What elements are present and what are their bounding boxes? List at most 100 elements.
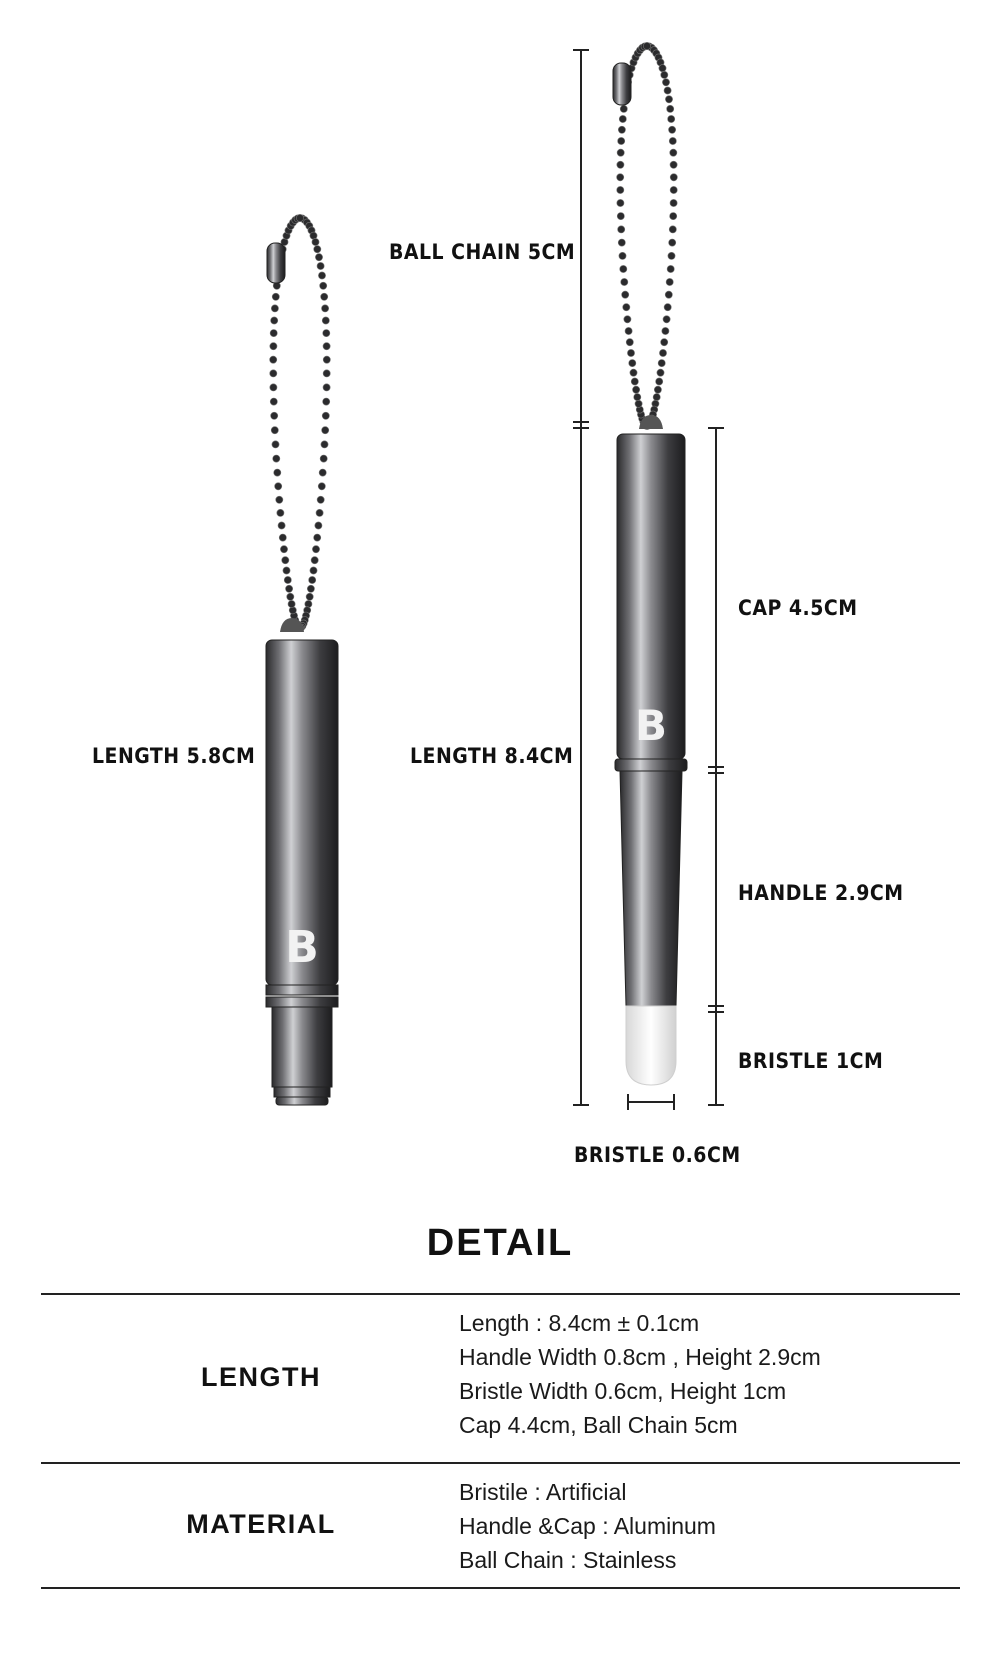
- chain-bead: [314, 521, 323, 530]
- chain-bead: [296, 214, 304, 222]
- chain-bead: [669, 212, 678, 220]
- chain-bead: [625, 338, 634, 347]
- chain-bead: [321, 426, 330, 435]
- chain-bead: [622, 303, 631, 312]
- chain-bead: [669, 186, 678, 194]
- chain-bead: [322, 383, 331, 392]
- handle-right: [619, 770, 683, 1007]
- chain-bead: [616, 199, 625, 207]
- bristle-width-label: BRISTLE 0.6CM: [574, 1143, 741, 1167]
- chain-bead: [616, 160, 625, 169]
- chain-bead: [317, 482, 326, 491]
- chain-bead: [617, 137, 626, 145]
- chain-bead: [618, 125, 626, 134]
- chain-bead: [616, 173, 625, 182]
- chain-bead: [276, 509, 285, 517]
- chain-bead: [662, 315, 671, 324]
- chain-bead: [269, 397, 278, 406]
- chain-bead: [617, 225, 626, 234]
- chain-bead: [316, 495, 325, 504]
- chain-bead: [271, 440, 280, 449]
- chain-bead: [322, 355, 331, 364]
- chain-bead: [654, 385, 662, 394]
- row-values-material: Bristile : Artificial Handle &Cap : Alum…: [459, 1475, 716, 1577]
- chain-bead: [281, 556, 290, 565]
- chain-bead: [668, 225, 677, 234]
- length-small-label: LENGTH 5.8CM: [92, 744, 256, 768]
- chain-bead: [322, 342, 331, 351]
- chain-bead: [663, 86, 672, 95]
- row-label-length: LENGTH: [201, 1362, 321, 1392]
- chain-bead: [657, 359, 666, 367]
- row-values-length: Length : 8.4cm ± 0.1cm Handle Width 0.8c…: [459, 1306, 821, 1442]
- chain-bead: [669, 173, 678, 182]
- chain-bead: [305, 592, 314, 601]
- chain-bead: [655, 377, 664, 386]
- detail-line: Bristile : Artificial: [459, 1479, 627, 1505]
- chain-bead: [616, 212, 625, 220]
- chain-bead: [322, 369, 331, 378]
- chain-bead: [282, 566, 291, 575]
- chain-bead: [619, 265, 628, 273]
- chain-bead: [318, 271, 326, 280]
- product-illustration: B B: [265, 42, 724, 1110]
- chain-clasp-left: [266, 242, 286, 284]
- chain-bead: [660, 338, 669, 347]
- chain-bead: [319, 281, 328, 290]
- chain-bead: [666, 105, 675, 113]
- chain-bead: [270, 316, 279, 325]
- chain-bead: [669, 199, 678, 207]
- chain-bead: [617, 238, 626, 247]
- chain-bead: [624, 327, 633, 335]
- chain-bead: [656, 368, 665, 377]
- chain-bead: [273, 468, 282, 477]
- chain-bead: [313, 245, 322, 254]
- ball-chain-label: BALL CHAIN 5CM: [389, 240, 576, 264]
- chain-bead: [668, 137, 677, 145]
- chain-bead: [269, 369, 278, 378]
- chain-bead: [621, 290, 630, 299]
- chain-bead: [286, 592, 295, 601]
- chain-bead: [643, 42, 651, 50]
- chain-bead: [270, 426, 279, 435]
- chain-bead: [664, 290, 673, 299]
- chain-bead: [320, 292, 329, 301]
- chain-bead: [309, 566, 318, 575]
- chain-bead: [278, 533, 287, 542]
- chain-bead: [669, 148, 678, 157]
- detail-line: Bristle Width 0.6cm, Height 1cm: [459, 1378, 787, 1404]
- detail-line: Ball Chain : Stainless: [459, 1547, 677, 1573]
- svg-text:B: B: [635, 701, 667, 750]
- divider-top: [41, 1293, 960, 1295]
- chain-bead: [629, 368, 638, 377]
- chain-bead: [313, 533, 322, 542]
- length-large-label: LENGTH 8.4CM: [410, 744, 574, 768]
- chain-bead: [666, 265, 675, 273]
- chain-bead: [269, 355, 278, 364]
- chain-bead: [270, 411, 279, 420]
- chain-bead: [283, 576, 292, 584]
- chain-bead: [630, 377, 639, 386]
- chain-bead: [628, 359, 637, 367]
- chain-bead: [667, 251, 676, 260]
- chain-bead: [616, 186, 625, 194]
- chain-bead: [320, 440, 329, 449]
- detail-line: Handle Width 0.8cm , Height 2.9cm: [459, 1344, 821, 1370]
- chain-bead: [623, 315, 632, 324]
- chain-bead: [269, 383, 278, 392]
- chain-bead: [627, 349, 635, 357]
- chain-bead: [663, 303, 672, 312]
- logo-icon: B: [635, 701, 667, 750]
- chain-bead: [269, 342, 278, 351]
- open-brush: B: [612, 42, 688, 1086]
- handle-label: HANDLE 2.9CM: [738, 881, 904, 905]
- chain-bead: [619, 105, 628, 113]
- chain-bead: [321, 304, 329, 313]
- chain-bead: [634, 399, 643, 408]
- chain-bead: [271, 292, 280, 301]
- svg-text:B: B: [285, 922, 319, 973]
- chain-bead: [667, 115, 676, 123]
- chain-bead: [315, 509, 324, 517]
- row-label-material: MATERIAL: [186, 1509, 336, 1539]
- chain-bead: [316, 262, 325, 270]
